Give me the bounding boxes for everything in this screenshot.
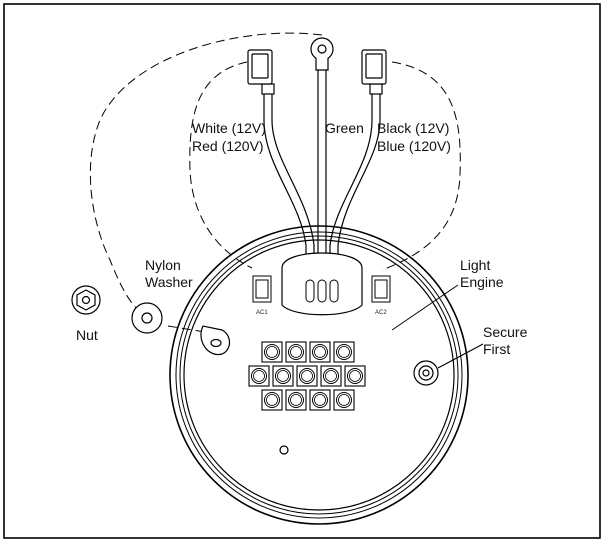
secure-first-bolt — [413, 360, 439, 386]
led-cell — [296, 365, 318, 387]
nut — [71, 285, 101, 315]
frame-border — [3, 3, 601, 539]
light-fixture-body — [169, 225, 469, 525]
nylon-washer — [131, 302, 163, 334]
nylon-label: Nylon — [145, 257, 181, 273]
black-blue-spade-connector — [361, 49, 387, 85]
ac2-label: AC2 — [375, 310, 387, 316]
first-label: First — [483, 341, 510, 357]
dashed-routing-lines — [89, 32, 461, 333]
led-cell — [333, 389, 355, 411]
wire-entry-ends — [305, 279, 339, 303]
led-cell — [320, 365, 342, 387]
red-120v-label: Red (120V) — [192, 138, 264, 154]
blue-120v-label: Blue (120V) — [377, 138, 451, 154]
ac1-terminal — [252, 275, 272, 303]
led-cell — [344, 365, 366, 387]
secure-label: Secure — [483, 324, 528, 340]
white-12v-label: White (12V) — [192, 120, 266, 136]
led-cell — [285, 389, 307, 411]
light-label: Light — [460, 257, 490, 273]
white-red-spade-connector — [247, 49, 273, 85]
led-cell — [248, 365, 270, 387]
engine-label: Engine — [460, 274, 504, 290]
mounting-hole — [279, 445, 289, 455]
black-12v-label: Black (12V) — [377, 120, 449, 136]
ground-ring-terminal — [310, 37, 334, 71]
mounting-slot-tab — [200, 325, 231, 356]
led-cell — [333, 341, 355, 363]
washer-label: Washer — [145, 274, 193, 290]
led-cell — [285, 341, 307, 363]
ac2-terminal — [371, 275, 391, 303]
led-cell — [261, 389, 283, 411]
led-cell — [309, 341, 331, 363]
led-cell — [272, 365, 294, 387]
led-array — [248, 341, 366, 411]
leader-lines — [391, 284, 484, 369]
nut-label: Nut — [76, 327, 98, 343]
ac1-label: AC1 — [256, 310, 268, 316]
led-cell — [261, 341, 283, 363]
led-cell — [309, 389, 331, 411]
green-label: Green — [325, 120, 364, 136]
